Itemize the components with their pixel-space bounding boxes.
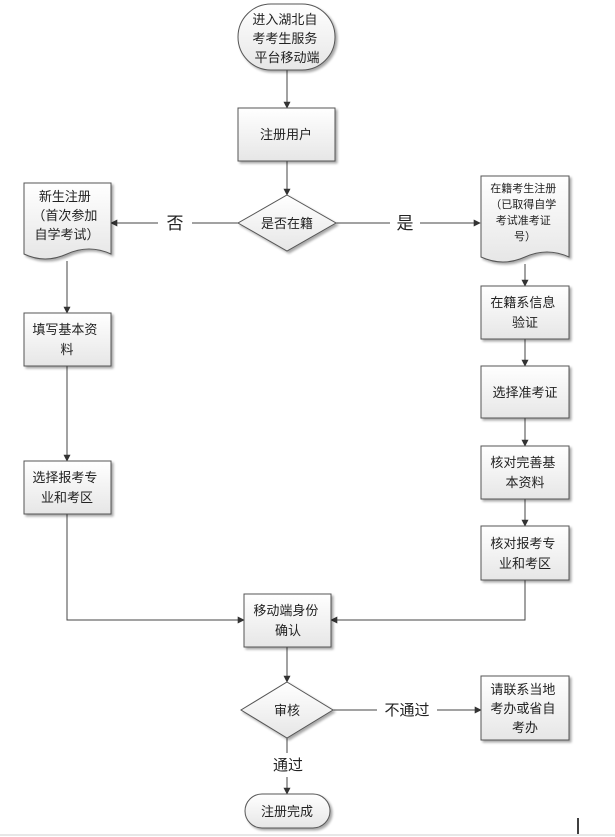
register-user-label: 注册用户	[260, 127, 312, 143]
check-major-box	[480, 525, 570, 581]
enrolled-student-line-1: 在籍考生注册	[490, 181, 556, 195]
svg-text:新生注册 （首次参加 自学考试）: 新生注册 （首次参加 自学考试）	[32, 189, 101, 243]
edge-label-no: 否	[167, 214, 184, 234]
fill-info-box	[23, 312, 112, 367]
contact-office-line-2: 考办或省自	[490, 702, 555, 717]
register-user-box	[237, 107, 336, 162]
svg-text:选择报考专 业和考区: 选择报考专 业和考区	[32, 471, 101, 506]
verify-enrolled-box	[480, 285, 570, 340]
edge-label-yes: 是	[397, 214, 414, 234]
enrolled-student-line-3: 考试准考证	[496, 214, 551, 227]
svg-text:在籍系信息 验证: 在籍系信息 验证	[490, 295, 559, 331]
connectors	[63, 70, 529, 795]
choose-major-left-box	[23, 460, 112, 515]
mobile-identity-line-2: 确认	[275, 624, 301, 639]
check-major-line-2: 业和考区	[499, 557, 551, 572]
end-label: 注册完成	[261, 805, 313, 820]
enrolled-decision	[236, 194, 338, 252]
fill-info-line-2: 料	[60, 343, 73, 358]
choose-ticket-label: 选择准考证	[492, 386, 557, 401]
svg-text:移动端身份 确认: 移动端身份 确认	[253, 603, 322, 639]
start-terminal	[237, 3, 336, 71]
contact-office-box	[480, 675, 570, 741]
edge-left-merge	[66, 514, 245, 624]
start-line-1: 进入湖北自	[252, 13, 317, 28]
svg-text:在籍考生注册 （已取得自学 考试准考证: 在籍考生注册 （已取得自学 考试准考证 号）	[490, 181, 560, 243]
verify-enrolled-line-1: 在籍系信息	[490, 295, 555, 311]
start-line-2: 考考生服务	[252, 31, 317, 47]
svg-text:核对完善基 本资料: 核对完善基 本资料	[490, 455, 559, 491]
check-info-line-2: 本资料	[505, 476, 544, 491]
mobile-identity-line-1: 移动端身份	[253, 603, 318, 619]
edge-label-fail: 不通过	[384, 701, 429, 719]
new-student-line-1: 新生注册	[39, 189, 91, 205]
choose-major-left-line-2: 业和考区	[41, 491, 93, 506]
review-decision-label: 审核	[274, 704, 300, 719]
edge-right-merge	[330, 580, 526, 624]
edge-label-pass: 通过	[273, 756, 303, 774]
new-student-document	[23, 182, 112, 260]
check-info-box	[480, 445, 570, 500]
mobile-identity-box	[243, 593, 332, 648]
svg-text:填写基本资 料: 填写基本资 料	[32, 323, 101, 358]
choose-ticket-box	[480, 365, 570, 419]
new-student-line-2: （首次参加	[32, 208, 97, 224]
choose-major-left-line-1: 选择报考专	[32, 471, 97, 486]
check-info-line-1: 核对完善基	[490, 455, 555, 471]
enrolled-student-line-4: 号）	[514, 230, 536, 243]
enrolled-student-document	[480, 175, 570, 263]
enrolled-decision-label: 是否在籍	[261, 216, 313, 232]
contact-office-line-1: 请联系当地	[490, 683, 555, 698]
svg-text:请联系当地 考办或省自 考办: 请联系当地 考办或省自 考办	[490, 683, 559, 736]
review-decision	[240, 681, 334, 739]
enrolled-student-line-2: （已取得自学	[490, 197, 556, 211]
start-line-3: 平台移动端	[254, 51, 319, 66]
end-terminal	[244, 793, 331, 829]
svg-text:进入湖北自 考考生服务 平台移动端: 进入湖北自 考考生服务 平台移动端	[252, 13, 321, 66]
contact-office-line-3: 考办	[512, 721, 538, 736]
svg-text:核对报考专 业和考区: 核对报考专 业和考区	[490, 537, 559, 572]
verify-enrolled-line-2: 验证	[512, 315, 538, 331]
fill-info-line-1: 填写基本资	[32, 323, 97, 338]
check-major-line-1: 核对报考专	[490, 537, 555, 552]
new-student-line-3: 自学考试）	[34, 227, 99, 243]
